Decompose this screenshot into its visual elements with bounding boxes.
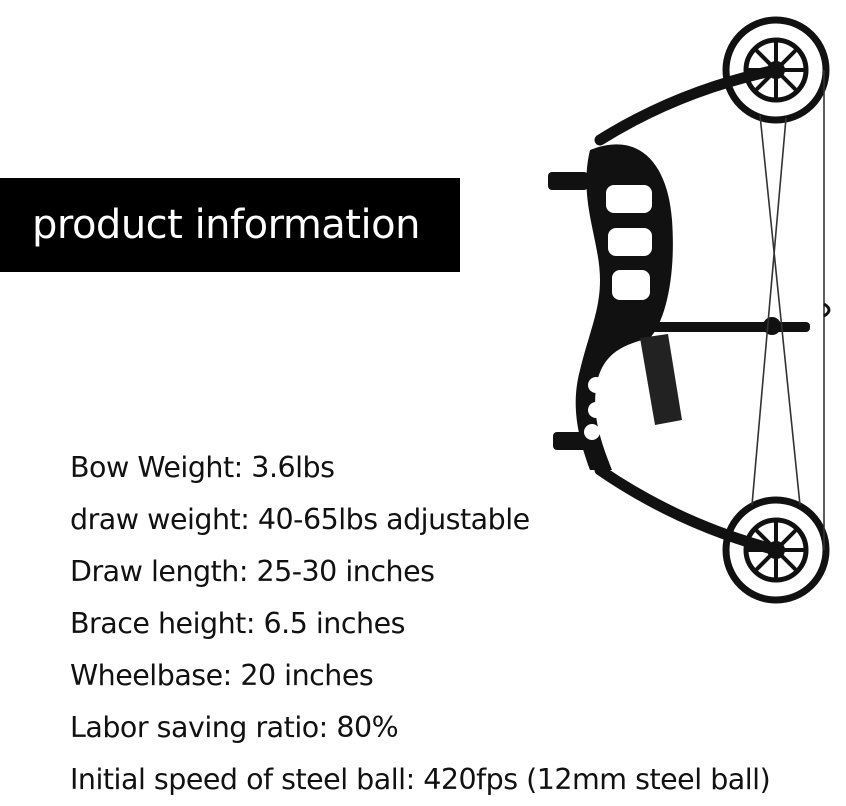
title-banner: product information	[0, 178, 460, 272]
spec-initial-speed: Initial speed of steel ball: 420fps (12m…	[70, 763, 771, 796]
spec-draw-length: Draw length: 25-30 inches	[70, 555, 435, 588]
compound-bow-icon	[548, 16, 831, 604]
spec-draw-weight: draw weight: 40-65lbs adjustable	[70, 503, 530, 536]
spec-wheelbase: Wheelbase: 20 inches	[70, 659, 374, 692]
spec-labor-saving-ratio: Labor saving ratio: 80%	[70, 711, 399, 744]
spec-brace-height: Brace height: 6.5 inches	[70, 607, 405, 640]
spec-list: Bow Weight: 3.6lbs draw weight: 40-65lbs…	[70, 442, 771, 806]
spec-bow-weight: Bow Weight: 3.6lbs	[70, 451, 335, 484]
page-title: product information	[32, 202, 420, 248]
